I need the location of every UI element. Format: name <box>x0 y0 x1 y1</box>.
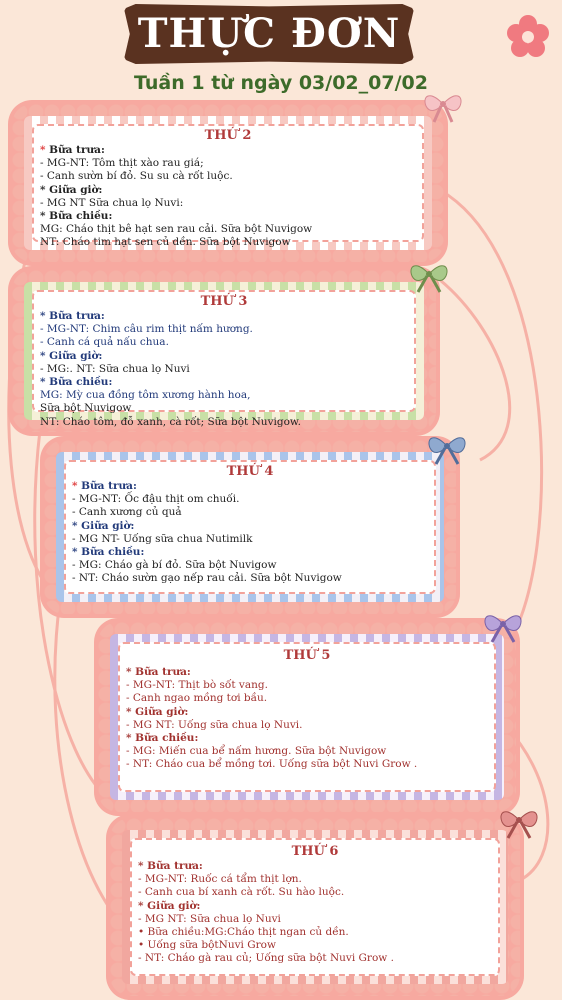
menu-line: * Giữa giờ: <box>138 899 201 912</box>
menu-line: - MG NT Sữa chua lọ Nuvi: <box>40 196 184 209</box>
week-subtitle: Tuần 1 từ ngày 03/02_07/02 <box>134 72 428 94</box>
day-card-thursday: THỨ 5 * Bữa trưa: - MG-NT: Thịt bò sốt v… <box>98 622 516 812</box>
menu-line: - MG NT: Uống sữa chua lọ Nuvi. <box>126 718 303 731</box>
menu-line: * Bữa trưa: <box>138 860 203 872</box>
menu-line: - Canh cá quả nấu chua. <box>40 336 169 349</box>
menu-line: - MG-NT: Thịt bò sốt vang. <box>126 679 268 692</box>
menu-line: * Giữa giờ: <box>40 183 103 196</box>
day-title: THỨ 3 <box>200 294 248 309</box>
menu-line: • Uống sữa bộtNuvi Grow <box>138 939 276 952</box>
menu-line: * Bữa trưa: <box>126 666 191 678</box>
menu-line: * Bữa trưa: <box>40 310 105 322</box>
menu-line: Bữa trưa: <box>49 144 105 156</box>
menu-line: - NT: Cháo sườn gạo nếp rau cải. Sữa bột… <box>72 572 342 585</box>
day-card-friday: THỨ 6 * Bữa trưa: - MG-NT: Ruốc cá tẩm t… <box>110 818 520 996</box>
menu-line: - Canh sườn bí đỏ. Su su cà rốt luộc. <box>40 170 233 183</box>
menu-line: NT: Cháo tôm, đỗ xanh, cà rốt; Sữa bột N… <box>40 415 301 428</box>
menu-line: Sữa bột Nuvigow <box>40 402 132 415</box>
menu-line: - MG-NT: Tôm thịt xào rau giá; <box>40 157 204 170</box>
menu-line: - Canh xương củ quả <box>72 506 182 519</box>
menu-line: MG: Cháo thịt bê hạt sen rau cải. Sữa bộ… <box>40 223 313 236</box>
day-card-monday: THỨ 2 * Bữa trưa: - MG-NT: Tôm thịt xào … <box>12 104 444 262</box>
menu-line: NT: Cháo tim hạt sen củ dền. Sữa bột Nuv… <box>40 236 291 249</box>
menu-line: - MG-NT: Ốc đậu thịt om chuối. <box>72 493 240 506</box>
menu-line: Bữa trưa: <box>81 480 137 492</box>
purple-bow-icon <box>484 615 522 643</box>
menu-line: - MG: Miến cua bể nấm hương. Sữa bột Nuv… <box>126 745 387 758</box>
page-title: THỰC ĐƠN <box>137 10 401 57</box>
menu-line: - NT: Cháo gà rau củ; Uống sữa bột Nuvi … <box>138 952 394 965</box>
menu-line: * Bữa chiều: <box>40 210 113 223</box>
blue-bow-icon <box>428 437 466 465</box>
menu-line: - MG-NT: Ruốc cá tẩm thịt lợn. <box>138 873 302 886</box>
menu-line: - MG: Cháo gà bí đỏ. Sữa bột Nuvigow <box>72 559 277 572</box>
day-card-tuesday: THỨ 3 * Bữa trưa: - MG-NT: Chim câu rim … <box>12 270 436 432</box>
menu-line: - MG NT: Sữa chua lọ Nuvi <box>138 912 281 925</box>
flower-icon <box>507 15 549 57</box>
pink-bow-icon <box>424 95 462 123</box>
menu-line: * Giữa giờ: <box>72 519 135 532</box>
day-title: THỨ 2 <box>204 128 252 143</box>
day-title: THỨ 6 <box>291 844 339 859</box>
day-title: THỨ 4 <box>226 464 274 479</box>
red-bow-icon <box>500 811 538 839</box>
menu-line: • Bữa chiều:MG:Cháo thịt ngan củ dền. <box>138 926 349 939</box>
menu-line: - Canh ngao mồng tơi bầu. <box>126 692 268 705</box>
menu-line: * Bữa chiều: <box>40 376 113 389</box>
day-title: THỨ 5 <box>283 648 331 663</box>
menu-line: * Giữa giờ: <box>40 349 103 362</box>
menu-line: - MG NT- Uống sữa chua Nutimilk <box>72 532 253 545</box>
green-bow-icon <box>410 265 448 293</box>
menu-line: - NT: Cháo cua bể mồng tơi. Uống sữa bột… <box>126 758 418 771</box>
menu-line: * Giữa giờ: <box>126 705 189 718</box>
menu-line: MG: Mỳ cua đồng tôm xương hành hoa, <box>40 389 251 402</box>
menu-line: * Bữa chiều: <box>126 732 199 745</box>
day-card-wednesday: THỨ 4 * Bữa trưa: - MG-NT: Ốc đậu thịt o… <box>44 440 456 614</box>
menu-line: - Canh cua bí xanh cà rốt. Su hào luộc. <box>138 886 345 899</box>
title-banner <box>124 4 414 64</box>
menu-line: - MG:. NT: Sữa chua lọ Nuvi <box>40 362 190 375</box>
menu-line: - MG-NT: Chim câu rim thịt nấm hương. <box>40 323 253 336</box>
menu-line: * Bữa chiều: <box>72 546 145 559</box>
